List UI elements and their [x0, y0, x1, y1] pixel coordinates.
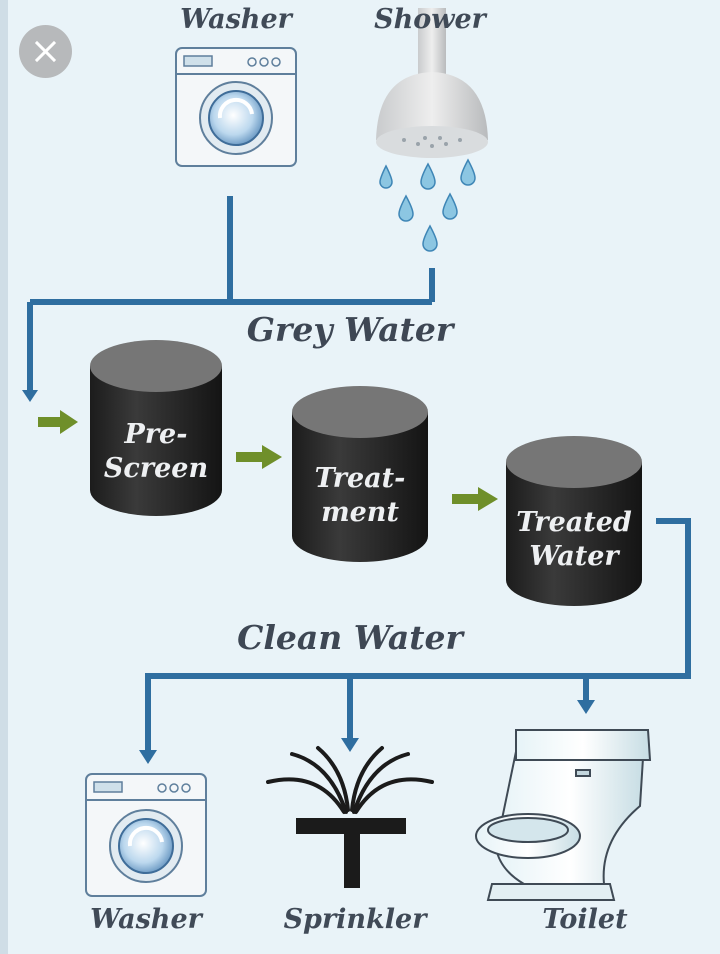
- grey-water-pipes: [27, 196, 435, 392]
- tank-pre-screen-label: Pre- Screen: [103, 419, 209, 484]
- washing-machine-icon: [175, 47, 297, 167]
- pipe-arrow-into-prescreen: [22, 390, 38, 402]
- arrow-to-sprinkler: [341, 738, 359, 752]
- destination-sprinkler-label: Sprinkler: [283, 904, 427, 935]
- tank-pre-screen: [90, 340, 222, 516]
- flow-arrow-treatment-to-treated: [452, 487, 498, 511]
- shower-head-icon: [376, 8, 488, 158]
- clean-water-label: Clean Water: [237, 618, 463, 657]
- tank-treatment-label: Treat- ment: [314, 463, 406, 528]
- tank-treated-water: [506, 436, 642, 606]
- clean-water-pipes: [145, 518, 691, 752]
- washing-machine-icon: [85, 773, 207, 897]
- flow-arrow-into-prescreen: [38, 410, 78, 434]
- tank-treatment: [292, 386, 428, 562]
- source-shower-label: Shower: [374, 4, 486, 35]
- tank-treated-water-label: Treated Water: [516, 507, 632, 572]
- destination-toilet-label: Toilet: [542, 904, 628, 935]
- water-drops-icon: [379, 158, 476, 252]
- toilet-icon: [475, 729, 652, 901]
- grey-water-label: Grey Water: [246, 310, 454, 349]
- destination-washer-label: Washer: [90, 904, 202, 935]
- source-washer-label: Washer: [180, 4, 292, 35]
- sprinkler-icon: [266, 746, 434, 888]
- arrow-to-washer: [139, 750, 157, 764]
- flow-arrow-prescreen-to-treatment: [236, 445, 282, 469]
- close-icon[interactable]: [19, 25, 72, 78]
- arrow-to-toilet: [577, 700, 595, 714]
